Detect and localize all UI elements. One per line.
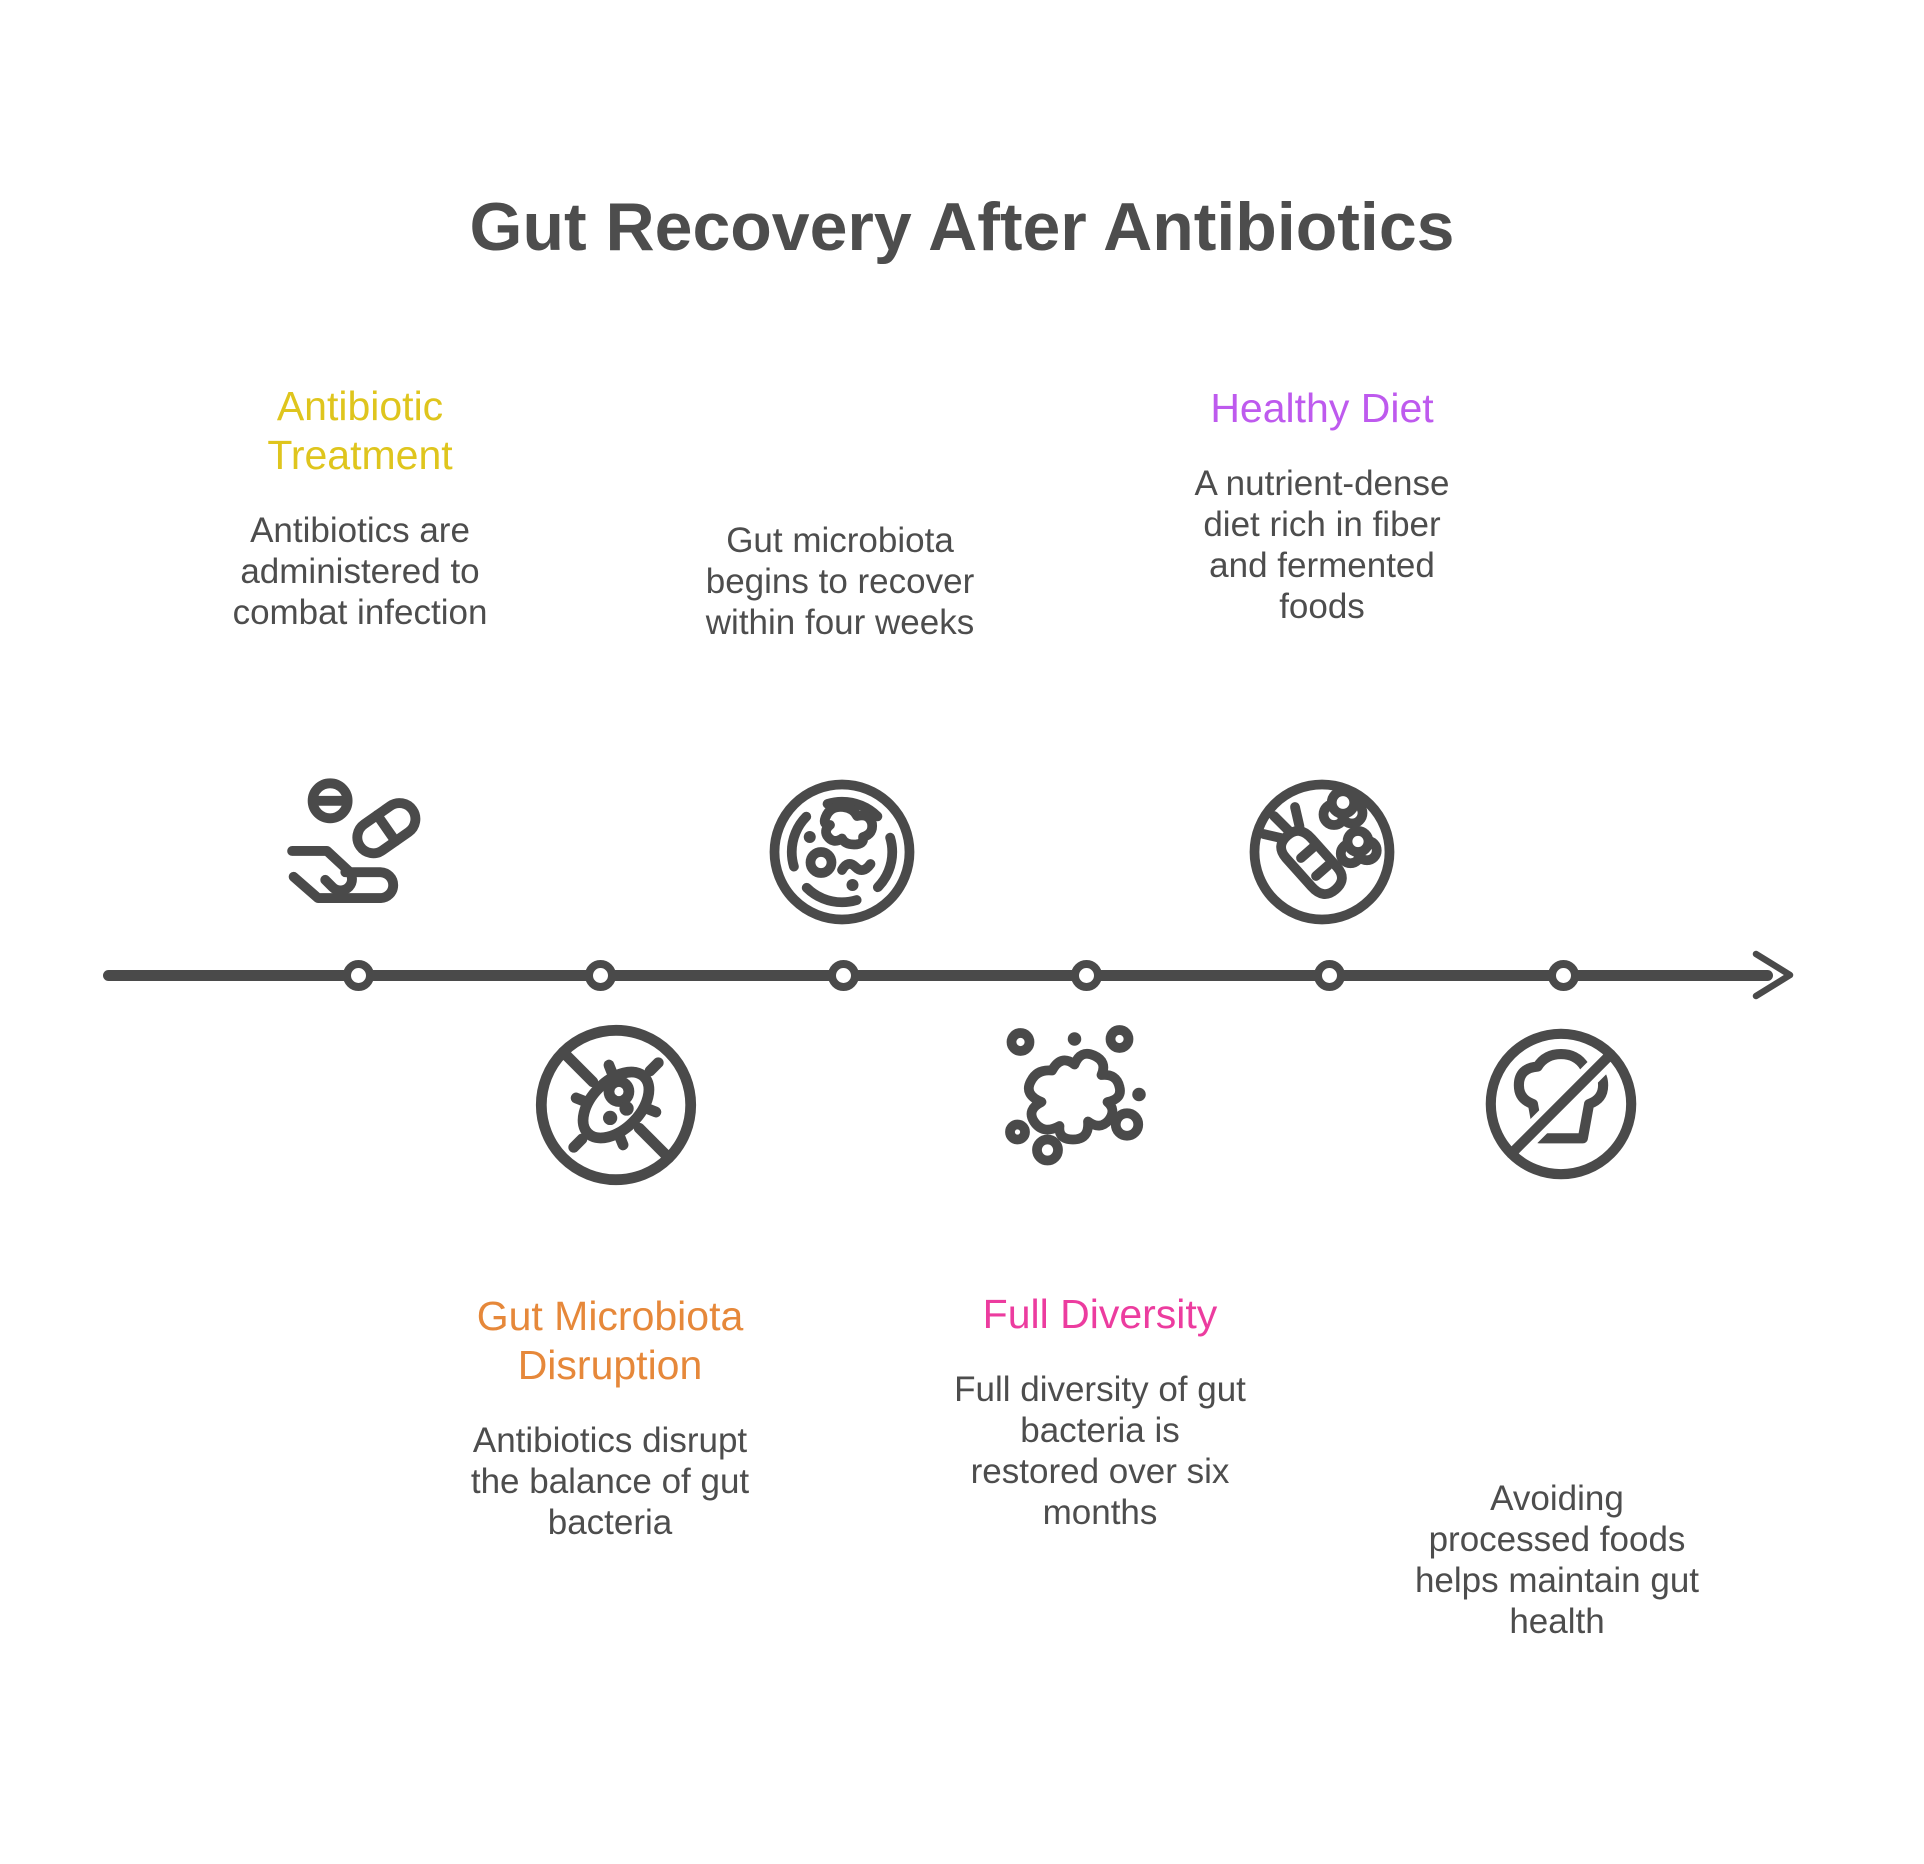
milestone-description: Avoiding processed foods helps maintain … [1414, 1479, 1700, 1641]
milestone-description: A nutrient-dense diet rich in fiber and … [1194, 464, 1450, 626]
milestone-description: Full diversity of gut bacteria is restor… [954, 1370, 1246, 1532]
no-bacteria-icon [535, 1024, 697, 1186]
timeline-axis [103, 970, 1773, 981]
milestone-healthy-diet: Healthy Diet A nutrient-dense diet rich … [1127, 384, 1517, 627]
timeline-node-2 [585, 960, 616, 991]
vegetables-icon [1249, 779, 1395, 925]
timeline-node-6 [1548, 960, 1579, 991]
timeline-arrowhead-icon [1752, 950, 1794, 1000]
bacteria-colony-icon [1005, 1025, 1146, 1166]
milestone-description: Gut microbiota begins to recover within … [705, 521, 975, 642]
petri-dish-icon [769, 779, 915, 925]
timeline-node-4 [1071, 960, 1102, 991]
milestone-antibiotic-treatment: Antibiotic Treatment Antibiotics are adm… [165, 382, 555, 633]
milestone-recovery-begins: Gut microbiota begins to recover within … [645, 520, 1035, 643]
milestone-avoid-processed-foods: Avoiding processed foods helps maintain … [1362, 1478, 1752, 1642]
hand-with-pills-icon [287, 778, 421, 904]
milestone-full-diversity: Full Diversity Full diversity of gut bac… [905, 1290, 1295, 1533]
milestone-title: Full Diversity [982, 1291, 1218, 1337]
no-processed-food-icon [1485, 1028, 1637, 1180]
milestone-description: Antibiotics disrupt the balance of gut b… [470, 1421, 750, 1542]
milestone-title: Antibiotic Treatment [267, 383, 453, 478]
timeline-node-3 [828, 960, 859, 991]
page-title: Gut Recovery After Antibiotics [469, 189, 1455, 265]
milestone-title: Gut Microbiota Disruption [476, 1293, 744, 1388]
timeline-node-5 [1314, 960, 1345, 991]
milestone-description: Antibiotics are administered to combat i… [232, 511, 488, 632]
timeline-node-1 [343, 960, 374, 991]
milestone-title: Healthy Diet [1210, 385, 1434, 431]
milestone-gut-disruption: Gut Microbiota Disruption Antibiotics di… [415, 1292, 805, 1543]
